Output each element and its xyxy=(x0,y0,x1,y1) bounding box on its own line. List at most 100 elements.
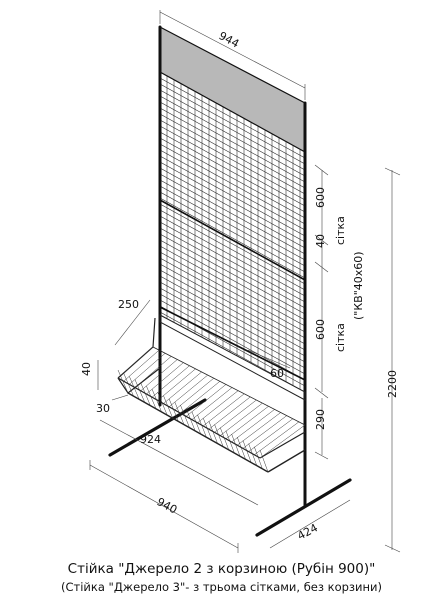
basket-front-wire xyxy=(185,408,196,432)
basket-front-wire xyxy=(157,392,168,416)
basket-floor-wire xyxy=(140,359,178,391)
dimension-lines xyxy=(89,10,401,553)
mesh-horizontal-wire xyxy=(159,167,306,249)
caption-title: Стійка "Джерело 2 з корзиною (Рубін 900)… xyxy=(67,561,376,577)
basket-front-wire xyxy=(248,443,258,466)
basket-floor-wire xyxy=(168,374,208,407)
mesh-horizontal-wire xyxy=(159,221,306,303)
basket-floor-wire xyxy=(129,353,166,385)
basket-front-wire xyxy=(168,398,179,422)
basket-front-wire xyxy=(242,440,252,463)
basket-floor-wire xyxy=(237,412,281,446)
basket-front-wire xyxy=(259,449,269,473)
mesh-horizontal-wire xyxy=(159,173,306,255)
basket-floor-wire xyxy=(163,371,202,404)
basket-front-wire xyxy=(123,373,134,397)
dim-basket-side-height: 40 xyxy=(80,362,93,376)
basket-front-wire xyxy=(140,382,151,406)
basket-front-wire xyxy=(134,379,146,403)
mesh-grid xyxy=(159,71,306,393)
dim-mesh-gap: 40 xyxy=(314,234,327,248)
basket xyxy=(117,314,306,473)
basket-floor-wire xyxy=(208,396,251,430)
mesh-horizontal-wire xyxy=(159,143,306,225)
basket-front-wire xyxy=(202,417,213,441)
mesh-horizontal-wire xyxy=(159,119,306,201)
dim-base-depth: 424 xyxy=(295,521,320,542)
mesh-horizontal-wire xyxy=(159,191,306,273)
basket-floor-wire xyxy=(225,406,269,439)
mesh-horizontal-wire xyxy=(159,263,306,345)
basket-floor-wire xyxy=(174,378,214,411)
basket-floor-wire xyxy=(157,368,196,401)
dim-mesh-label-lower: сітка xyxy=(334,323,347,352)
basket-front-wire xyxy=(191,411,202,435)
basket-front-wire xyxy=(208,421,218,444)
dim-mesh-label-upper: сітка xyxy=(334,216,347,245)
basket-front-wire xyxy=(146,385,157,409)
basket-floor-wire xyxy=(220,402,263,436)
basket-floor-wire xyxy=(123,349,160,382)
basket-floor-wire xyxy=(146,362,184,395)
mesh-horizontal-wire xyxy=(159,179,306,261)
basket-floor-wire xyxy=(191,387,233,420)
base xyxy=(108,398,352,537)
mesh-horizontal-wire xyxy=(159,137,306,219)
basket-front-wire xyxy=(197,414,207,438)
mesh-horizontal-wire xyxy=(159,83,306,165)
dim-total-height: 2200 xyxy=(386,370,399,398)
basket-front-wire xyxy=(214,424,224,447)
mesh-horizontal-wire xyxy=(159,215,306,297)
mesh-horizontal-wire xyxy=(159,77,306,159)
dim-top-width: 944 xyxy=(217,29,242,50)
mesh-horizontal-wire xyxy=(159,107,306,189)
basket-front-wire xyxy=(225,430,235,454)
mesh-horizontal-wire xyxy=(159,185,306,267)
mesh-horizontal-wire xyxy=(159,131,306,213)
dim-basket-height: 290 xyxy=(314,409,327,430)
dim-basket-depth: 250 xyxy=(118,298,139,311)
basket-floor-wire xyxy=(214,399,257,433)
basket-floor-wire xyxy=(186,384,227,417)
mesh-horizontal-wire xyxy=(159,257,306,339)
basket-floor-wire xyxy=(259,424,306,459)
mesh-horizontal-wire xyxy=(159,287,306,369)
basket-front-wire xyxy=(163,395,174,419)
mesh-horizontal-wire xyxy=(159,245,306,327)
basket-floor-wire xyxy=(254,421,300,456)
mid-rail-bottom xyxy=(159,306,306,381)
basket-front-wire xyxy=(220,427,230,450)
basket-floor-wire xyxy=(117,346,154,379)
mesh-horizontal-wire xyxy=(159,209,306,291)
basket-front-wire xyxy=(151,389,162,413)
basket-floor-wire xyxy=(248,418,293,452)
mesh-horizontal-wire xyxy=(159,101,306,183)
basket-front-wire xyxy=(237,437,246,460)
basket-wires xyxy=(117,346,306,473)
mesh-horizontal-wire xyxy=(159,89,306,171)
mesh-horizontal-wire xyxy=(159,113,306,195)
basket-floor-wire xyxy=(134,356,172,388)
mesh-horizontal-wire xyxy=(159,251,306,333)
mesh-horizontal-wire xyxy=(159,95,306,177)
mesh-horizontal-wire xyxy=(159,161,306,243)
dim-basket-width: 924 xyxy=(140,433,161,446)
mesh-horizontal-wire xyxy=(159,149,306,231)
mesh-horizontal-wire xyxy=(159,155,306,237)
mesh-horizontal-wire xyxy=(159,239,306,321)
basket-floor-wire xyxy=(231,409,275,443)
basket-floor-wire xyxy=(180,381,221,414)
basket-floor-wire xyxy=(203,393,245,427)
mesh-horizontal-wire xyxy=(159,281,306,363)
mesh-horizontal-wire xyxy=(159,197,306,279)
dim-mesh-lower-height: 600 xyxy=(314,319,327,340)
mesh-horizontal-wire xyxy=(159,275,306,357)
basket-front-wire xyxy=(174,401,185,425)
basket-floor-wire xyxy=(197,390,239,423)
dim-mesh-upper-height: 600 xyxy=(314,187,327,208)
caption-subtitle: (Стійка "Джерело 3"- з трьома сітками, б… xyxy=(61,580,382,594)
mesh-horizontal-wire xyxy=(159,233,306,315)
mesh-horizontal-wire xyxy=(159,299,306,381)
basket-floor-wire xyxy=(151,365,190,398)
